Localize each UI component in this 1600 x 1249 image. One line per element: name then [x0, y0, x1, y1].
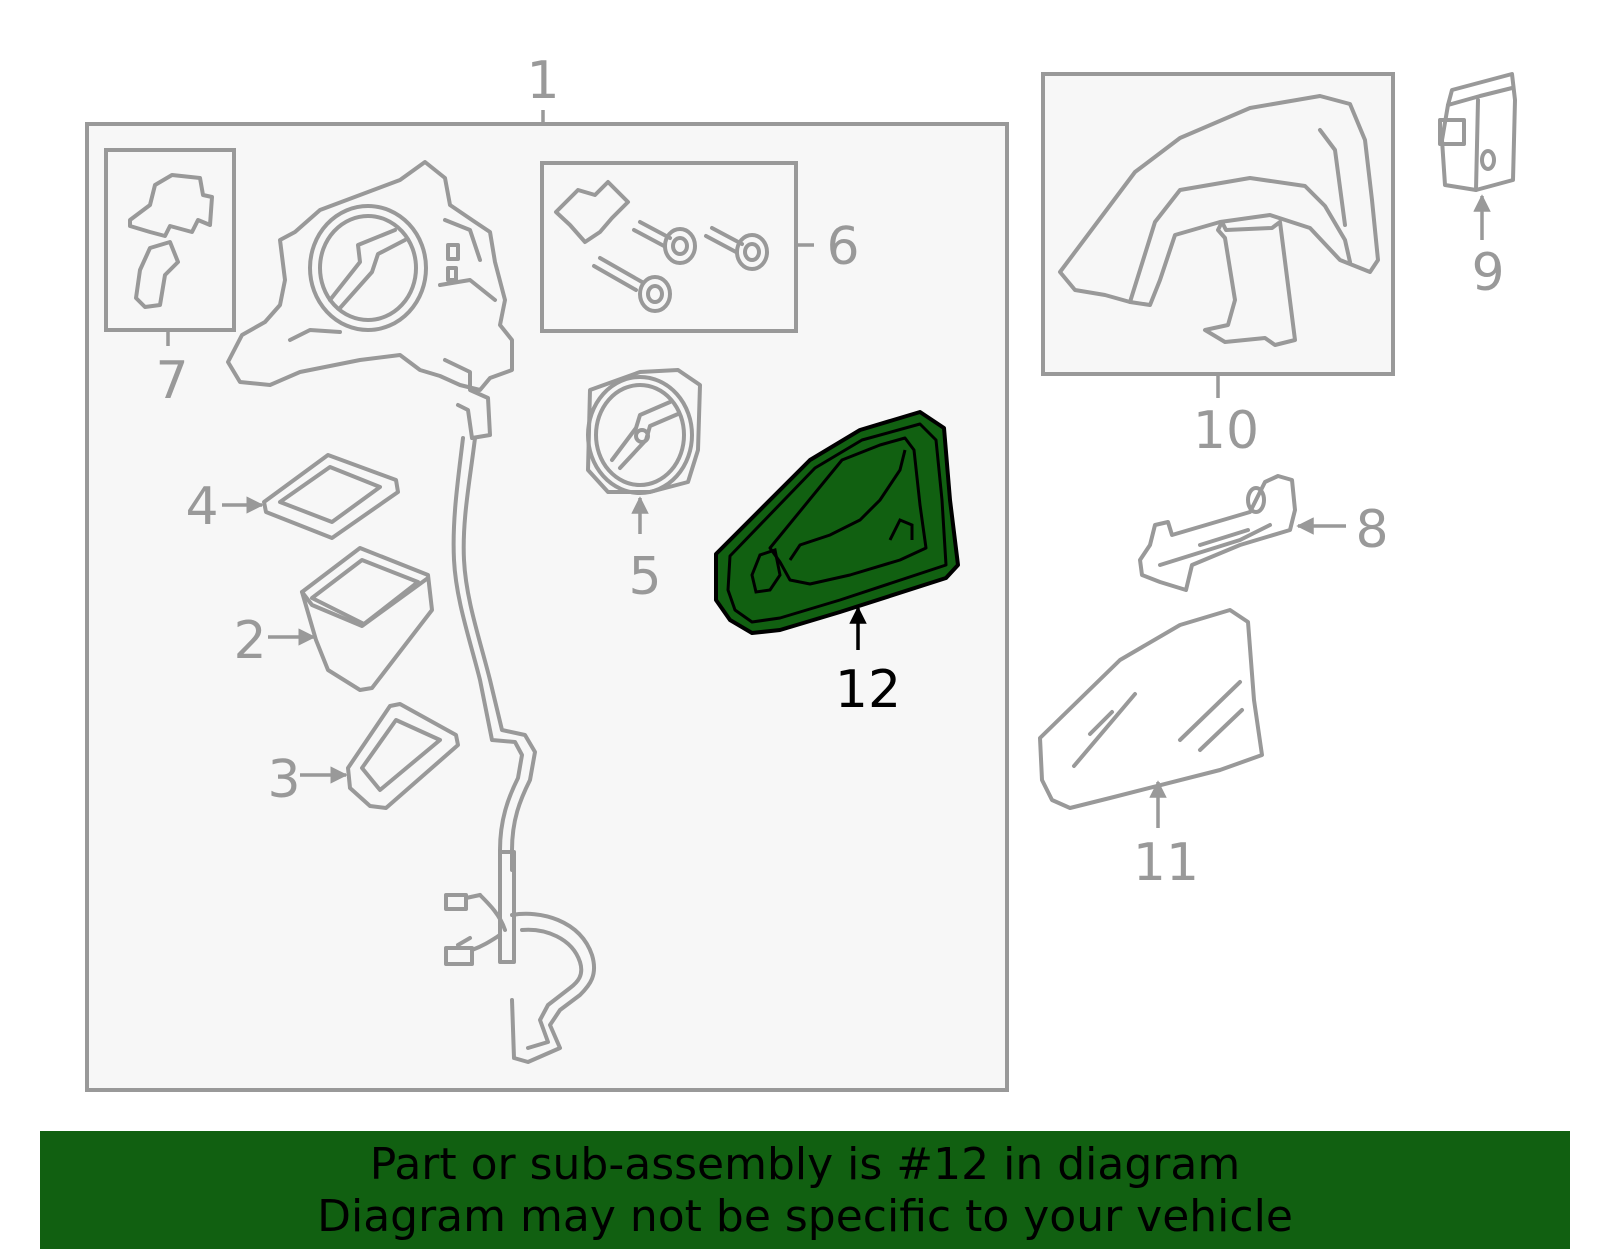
callout-7: 7: [155, 351, 188, 411]
part-4-pad: [262, 453, 400, 540]
callout-4: 4: [185, 477, 218, 537]
callout-9: 9: [1471, 243, 1504, 303]
callout-6: 6: [826, 217, 859, 277]
callout-8: 8: [1355, 500, 1388, 560]
part-9-bracket: [1438, 72, 1517, 192]
wiring-harness: [444, 436, 597, 1064]
notice-banner: Part or sub-assembly is #12 in diagram D…: [40, 1131, 1570, 1249]
part-10-cover: [1058, 94, 1380, 347]
part-8-bracket: [1138, 474, 1297, 592]
part-2-lamp: [300, 546, 434, 692]
clip-part-7: [128, 173, 214, 309]
screws-part-6: [554, 180, 769, 313]
part-12-mirror-glass-highlighted: [714, 410, 960, 635]
callout-11: 11: [1133, 833, 1199, 893]
callout-10: 10: [1193, 401, 1259, 461]
callout-2: 2: [233, 611, 266, 671]
banner-line-2: Diagram may not be specific to your vehi…: [317, 1191, 1293, 1242]
callout-12: 12: [835, 660, 901, 720]
callout-1: 1: [526, 51, 559, 111]
part-11-glass: [1038, 608, 1264, 810]
callout-3: 3: [267, 750, 300, 810]
mirror-base-assembly: [226, 160, 514, 440]
part-5-motor: [586, 368, 702, 495]
callout-5: 5: [628, 547, 661, 607]
part-3-lens: [346, 702, 460, 810]
banner-line-1: Part or sub-assembly is #12 in diagram: [369, 1139, 1241, 1190]
